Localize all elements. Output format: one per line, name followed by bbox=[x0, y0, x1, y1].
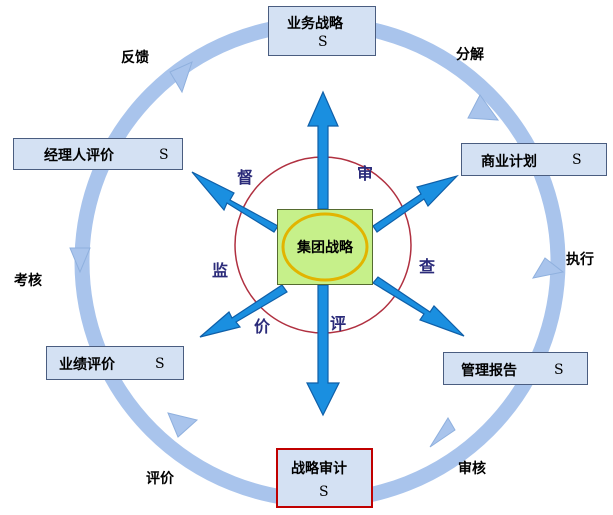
cycle-label-review: 审核 bbox=[458, 461, 486, 477]
inner-label-du: 督 bbox=[237, 168, 254, 187]
inner-label-cha: 查 bbox=[419, 257, 436, 276]
radial-arrow-icon bbox=[199, 284, 288, 338]
cycle-arrow-icon bbox=[531, 257, 565, 279]
node-suffix: S bbox=[319, 484, 329, 500]
cycle-arrow-icon bbox=[467, 94, 500, 121]
node-label: 管理报告 bbox=[461, 363, 517, 379]
node-suffix: S bbox=[155, 356, 165, 372]
node-label: 业绩评价 bbox=[59, 357, 115, 373]
cycle-label-evaluate: 评价 bbox=[146, 471, 174, 487]
center-ellipse bbox=[281, 212, 369, 282]
node-manager-eval[interactable]: 经理人评价 S bbox=[13, 138, 183, 170]
node-performance-eval[interactable]: 业绩评价 S bbox=[46, 346, 184, 380]
node-label: 战略审计 bbox=[291, 461, 347, 477]
node-suffix: S bbox=[554, 362, 564, 378]
radial-arrow-icon bbox=[191, 171, 279, 233]
cycle-arrow-icon bbox=[169, 61, 193, 94]
inner-label-jia: 价 bbox=[254, 317, 271, 336]
inner-label-ping: 评 bbox=[330, 314, 347, 333]
node-label: 业务战略 bbox=[287, 16, 343, 32]
cycle-label-assess: 考核 bbox=[14, 273, 42, 289]
node-management-report[interactable]: 管理报告 S bbox=[443, 352, 588, 385]
radial-arrow-icon bbox=[372, 174, 459, 233]
cycle-arrow-icon bbox=[429, 417, 456, 448]
cycle-arrow-icon bbox=[69, 247, 91, 274]
radial-arrow-icon bbox=[307, 90, 339, 210]
radial-arrows bbox=[191, 90, 465, 417]
node-strategy-audit[interactable]: 战略审计 S bbox=[276, 448, 373, 508]
inner-label-jian: 监 bbox=[212, 261, 229, 280]
group-strategy-label: 集团战略 bbox=[297, 240, 353, 256]
node-suffix: S bbox=[572, 152, 582, 168]
group-strategy-box[interactable]: 集团战略 bbox=[277, 209, 373, 285]
radial-arrow-icon bbox=[372, 276, 465, 337]
radial-arrow-icon bbox=[306, 284, 340, 417]
cycle-label-feedback: 反馈 bbox=[121, 50, 149, 66]
node-label: 商业计划 bbox=[481, 154, 537, 170]
node-business-strategy[interactable]: 业务战略 S bbox=[268, 6, 376, 56]
cycle-arrow-icon bbox=[167, 412, 199, 438]
cycle-label-decompose: 分解 bbox=[456, 47, 484, 63]
node-suffix: S bbox=[318, 34, 328, 50]
node-business-plan[interactable]: 商业计划 S bbox=[461, 143, 607, 176]
node-suffix: S bbox=[159, 147, 169, 163]
inner-label-shen: 审 bbox=[357, 164, 374, 183]
cycle-label-execute: 执行 bbox=[566, 252, 594, 268]
node-label: 经理人评价 bbox=[44, 148, 114, 164]
